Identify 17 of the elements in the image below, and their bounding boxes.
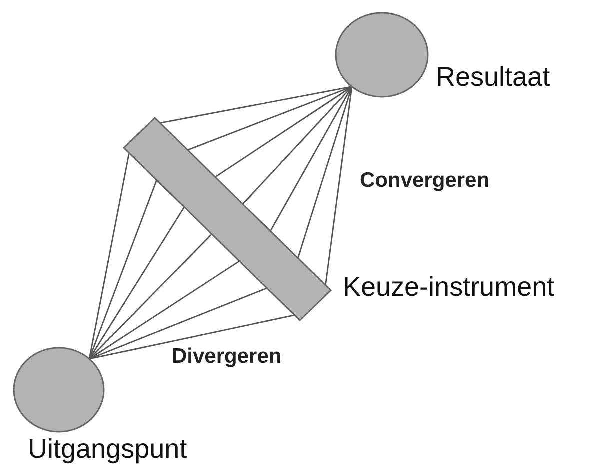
node-label: Resultaat <box>436 64 550 91</box>
connector-line <box>215 86 352 178</box>
connector-line <box>89 288 268 360</box>
connector-line <box>89 260 240 360</box>
connector-line <box>270 86 353 232</box>
connector-line <box>89 314 295 360</box>
connector-line <box>88 153 130 360</box>
connector-line <box>325 86 353 286</box>
connector-line <box>88 180 158 360</box>
node-label: Keuze-instrument <box>343 274 555 301</box>
phase-label: Convergeren <box>360 170 490 191</box>
connector-line <box>88 234 212 360</box>
connector-line <box>160 86 352 124</box>
connector-line <box>88 206 186 360</box>
phase-label: Divergeren <box>172 346 282 367</box>
node-label: Uitgangspunt <box>28 436 188 463</box>
connector-line <box>242 86 353 205</box>
